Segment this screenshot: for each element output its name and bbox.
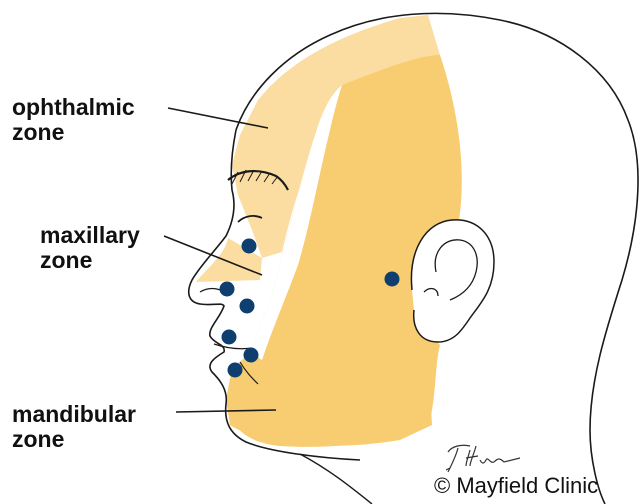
ophthalmic-zone-label-line1: ophthalmic: [12, 95, 135, 120]
trigger-point-dot: [222, 330, 237, 345]
mandibular-zone-label-line2: zone: [12, 427, 136, 452]
mandibular-zone-label-line1: mandibular: [12, 402, 136, 427]
ophthalmic-zone-label-line2: zone: [12, 120, 135, 145]
copyright-credit: © Mayfield Clinic: [434, 473, 598, 499]
neck-outline: [300, 454, 372, 504]
maxillary-zone-label-line2: zone: [40, 248, 140, 273]
maxillary-zone-label-line1: maxillary: [40, 223, 140, 248]
artist-signature: [446, 445, 520, 472]
trigger-point-dot: [220, 282, 235, 297]
trigger-point-dot: [244, 348, 259, 363]
ear: [411, 220, 494, 342]
trigger-point-dot: [242, 239, 257, 254]
ophthalmic-zone-label: ophthalmic zone: [12, 95, 135, 145]
mandibular-zone-label: mandibular zone: [12, 402, 136, 452]
trigger-point-dot: [385, 272, 400, 287]
maxillary-zone-label: maxillary zone: [40, 223, 140, 273]
trigger-point-dot: [240, 299, 255, 314]
trigger-point-dot: [228, 363, 243, 378]
